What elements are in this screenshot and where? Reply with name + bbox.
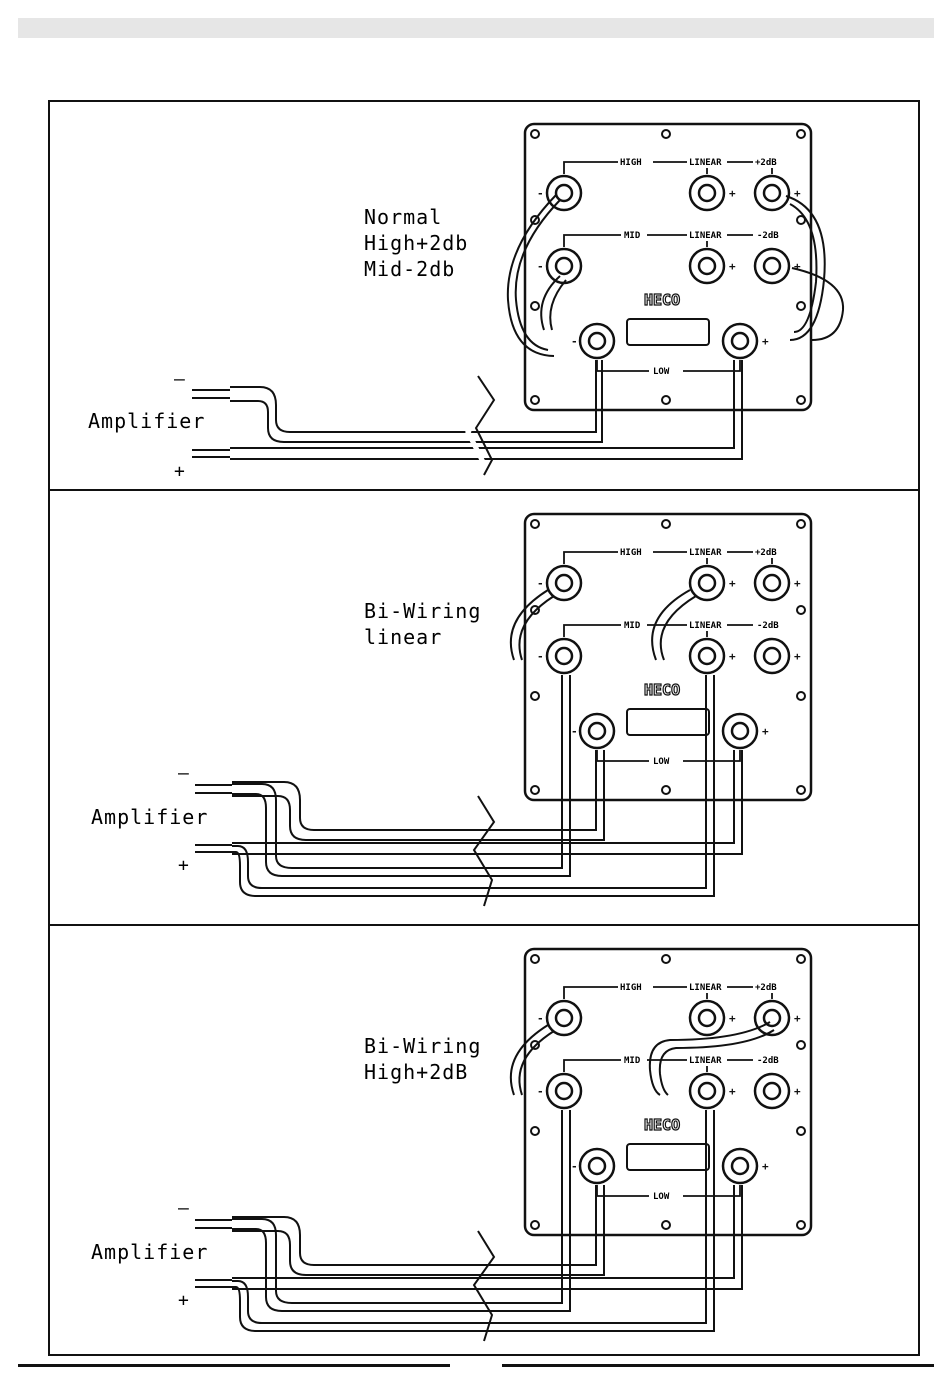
minus-label: – <box>178 763 189 784</box>
amplifier-label: Amplifier <box>88 409 205 433</box>
label-plus2db: +2dB <box>755 983 777 993</box>
label-low: LOW <box>653 757 670 767</box>
caption-line: High+2dB <box>364 1060 468 1084</box>
caption-line: Bi-Wiring <box>364 599 481 623</box>
label-plus2db: +2dB <box>755 158 777 168</box>
label-low: LOW <box>653 1192 670 1202</box>
label-mid: MID <box>624 1056 641 1066</box>
label-linear: LINEAR <box>689 983 722 993</box>
label-mid: MID <box>624 231 641 241</box>
panel-biwiring-linear: HIGH LINEAR +2dB MID LINEAR -2dB LOW HEC… <box>91 514 811 906</box>
panel-normal: HIGH LINEAR +2dB MID LINEAR -2dB LOW HEC… <box>88 124 843 482</box>
amplifier-label: Amplifier <box>91 805 208 829</box>
amplifier-label: Amplifier <box>91 1240 208 1264</box>
caption-line: Bi-Wiring <box>364 1034 481 1058</box>
break-mark <box>474 796 494 906</box>
break-mark <box>474 1231 494 1341</box>
label-high: HIGH <box>620 983 642 993</box>
label-high: HIGH <box>620 548 642 558</box>
footer-rule <box>18 1364 450 1367</box>
label-linear: LINEAR <box>689 158 722 168</box>
label-minus2db: -2dB <box>757 621 779 631</box>
minus-label: – <box>174 369 185 390</box>
plus-label: + <box>174 461 185 482</box>
panel-biwiring-high2db: HIGH LINEAR +2dB MID LINEAR -2dB LOW HEC… <box>91 949 811 1341</box>
heco-logo: HECO <box>644 291 680 309</box>
label-linear: LINEAR <box>689 621 722 631</box>
plus-label: + <box>178 855 189 876</box>
label-mid: MID <box>624 621 641 631</box>
heco-logo: HECO <box>644 1116 680 1134</box>
plus-label: + <box>178 1290 189 1311</box>
heco-logo: HECO <box>644 681 680 699</box>
label-linear: LINEAR <box>689 548 722 558</box>
label-linear: LINEAR <box>689 1056 722 1066</box>
caption-line: Normal <box>364 205 442 229</box>
caption-line: Mid-2db <box>364 257 455 281</box>
minus-label: – <box>178 1198 189 1219</box>
label-minus2db: -2dB <box>757 1056 779 1066</box>
label-minus2db: -2dB <box>757 231 779 241</box>
label-high: HIGH <box>620 158 642 168</box>
caption-line: High+2db <box>364 231 468 255</box>
footer-rule <box>502 1364 934 1367</box>
label-plus2db: +2dB <box>755 548 777 558</box>
caption-line: linear <box>364 625 442 649</box>
label-low: LOW <box>653 367 670 377</box>
label-linear: LINEAR <box>689 231 722 241</box>
